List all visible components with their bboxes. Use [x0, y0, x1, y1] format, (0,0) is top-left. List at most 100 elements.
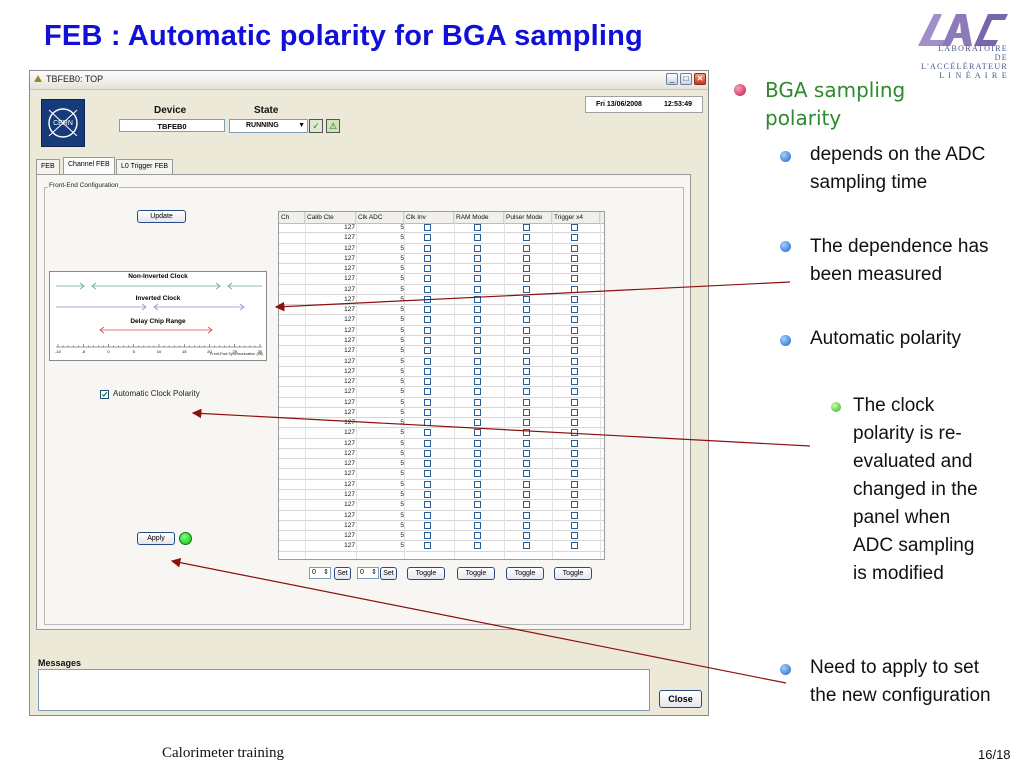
- calib-cte-cell[interactable]: 127: [344, 542, 355, 550]
- row-checkbox[interactable]: [424, 511, 431, 519]
- clk-adc-cell[interactable]: 5: [400, 532, 404, 540]
- row-checkbox[interactable]: [474, 254, 481, 262]
- window-titlebar[interactable]: TBFEB0: TOP _ □ ✕: [30, 71, 708, 90]
- row-checkbox[interactable]: [571, 491, 578, 499]
- table-row[interactable]: 127 5: [279, 233, 604, 244]
- calib-cte-cell[interactable]: 127: [344, 501, 355, 509]
- row-checkbox[interactable]: [474, 439, 481, 447]
- row-checkbox[interactable]: [474, 224, 481, 231]
- row-checkbox[interactable]: [523, 439, 530, 447]
- row-checkbox[interactable]: [571, 316, 578, 324]
- row-checkbox[interactable]: [424, 357, 431, 365]
- calib-cte-cell[interactable]: 127: [344, 449, 355, 457]
- row-checkbox[interactable]: [474, 511, 481, 519]
- row-checkbox[interactable]: [571, 449, 578, 457]
- row-checkbox[interactable]: [523, 449, 530, 457]
- warning-button[interactable]: ⚠: [326, 119, 340, 133]
- clk-adc-cell[interactable]: 5: [400, 347, 404, 355]
- row-checkbox[interactable]: [474, 491, 481, 499]
- auto-polarity-checkbox[interactable]: [100, 390, 109, 399]
- row-checkbox[interactable]: [571, 460, 578, 468]
- row-checkbox[interactable]: [571, 480, 578, 488]
- row-checkbox[interactable]: [474, 234, 481, 242]
- clk-adc-cell[interactable]: 5: [400, 378, 404, 386]
- row-checkbox[interactable]: [523, 357, 530, 365]
- row-checkbox[interactable]: [571, 275, 578, 283]
- clk-adc-cell[interactable]: 5: [400, 234, 404, 242]
- col-ram-mode[interactable]: RAM Mode: [454, 212, 504, 223]
- calib-cte-cell[interactable]: 127: [344, 439, 355, 447]
- row-checkbox[interactable]: [474, 357, 481, 365]
- row-checkbox[interactable]: [474, 449, 481, 457]
- messages-box[interactable]: [38, 669, 650, 711]
- calib-cte-cell[interactable]: 127: [344, 532, 355, 540]
- col-trigger-x4[interactable]: Trigger x4: [552, 212, 600, 223]
- row-checkbox[interactable]: [523, 460, 530, 468]
- row-checkbox[interactable]: [474, 480, 481, 488]
- clk-adc-cell[interactable]: 5: [400, 295, 404, 303]
- clk-adc-cell[interactable]: 5: [400, 275, 404, 283]
- calib-cte-cell[interactable]: 127: [344, 378, 355, 386]
- row-checkbox[interactable]: [474, 408, 481, 416]
- calib-cte-cell[interactable]: 127: [344, 511, 355, 519]
- row-checkbox[interactable]: [424, 234, 431, 242]
- clk-adc-cell[interactable]: 5: [400, 480, 404, 488]
- clk-adc-cell[interactable]: 5: [400, 316, 404, 324]
- clk-adc-cell[interactable]: 5: [400, 357, 404, 365]
- row-checkbox[interactable]: [523, 347, 530, 355]
- calib-cte-cell[interactable]: 127: [344, 347, 355, 355]
- row-checkbox[interactable]: [523, 367, 530, 375]
- row-checkbox[interactable]: [424, 532, 431, 540]
- tab-feb[interactable]: FEB: [36, 159, 60, 174]
- minimize-button[interactable]: _: [666, 73, 678, 85]
- row-checkbox[interactable]: [424, 439, 431, 447]
- calib-cte-cell[interactable]: 127: [344, 254, 355, 262]
- col-clk-adc[interactable]: Clk ADC: [356, 212, 404, 223]
- update-button[interactable]: Update: [137, 210, 186, 223]
- col-calib-cte[interactable]: Calib Cte: [305, 212, 356, 223]
- row-checkbox[interactable]: [424, 460, 431, 468]
- row-checkbox[interactable]: [523, 275, 530, 283]
- ok-check-button[interactable]: ✓: [309, 119, 323, 133]
- clk-adc-cell[interactable]: 5: [400, 398, 404, 406]
- row-checkbox[interactable]: [571, 419, 578, 427]
- row-checkbox[interactable]: [424, 326, 431, 334]
- calib-cte-cell[interactable]: 127: [344, 244, 355, 252]
- calib-cte-cell[interactable]: 127: [344, 429, 355, 437]
- row-checkbox[interactable]: [474, 398, 481, 406]
- calib-cte-cell[interactable]: 127: [344, 367, 355, 375]
- row-checkbox[interactable]: [474, 326, 481, 334]
- row-checkbox[interactable]: [523, 532, 530, 540]
- toggle-pulser-mode-button[interactable]: Toggle: [506, 567, 544, 580]
- calib-cte-cell[interactable]: 127: [344, 419, 355, 427]
- close-window-button[interactable]: ✕: [694, 73, 706, 85]
- toggle-ram-mode-button[interactable]: Toggle: [457, 567, 495, 580]
- row-checkbox[interactable]: [523, 408, 530, 416]
- row-checkbox[interactable]: [571, 388, 578, 396]
- apply-button[interactable]: Apply: [137, 532, 175, 545]
- clk-adc-cell[interactable]: 5: [400, 491, 404, 499]
- row-checkbox[interactable]: [523, 265, 530, 273]
- row-checkbox[interactable]: [571, 347, 578, 355]
- row-checkbox[interactable]: [474, 367, 481, 375]
- row-checkbox[interactable]: [474, 460, 481, 468]
- row-checkbox[interactable]: [424, 491, 431, 499]
- calib-cte-cell[interactable]: 127: [344, 285, 355, 293]
- row-checkbox[interactable]: [474, 419, 481, 427]
- table-row[interactable]: 127 5: [279, 531, 604, 542]
- calib-cte-cell[interactable]: 127: [344, 234, 355, 242]
- clk-adc-cell[interactable]: 5: [400, 429, 404, 437]
- row-checkbox[interactable]: [424, 336, 431, 344]
- toggle-trigger-x4-button[interactable]: Toggle: [554, 567, 592, 580]
- row-checkbox[interactable]: [424, 449, 431, 457]
